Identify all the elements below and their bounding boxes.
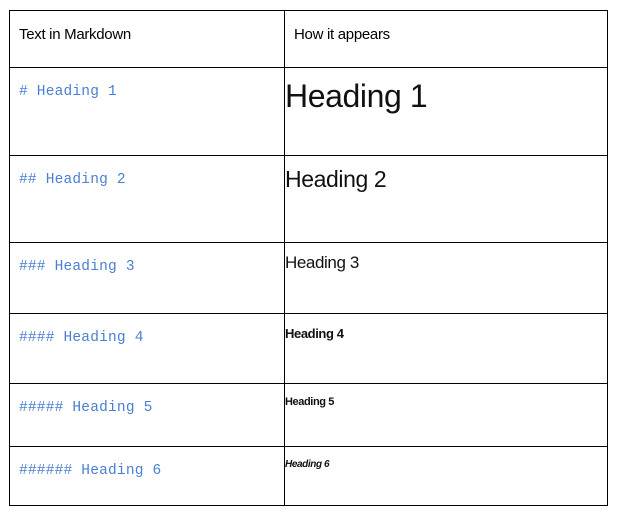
rendered-cell-h3: Heading 3 — [284, 242, 608, 314]
rendered-heading-1: Heading 1 — [285, 78, 428, 114]
source-cell-h3: ### Heading 3 — [9, 242, 285, 314]
markdown-source-h2: ## Heading 2 — [19, 172, 126, 188]
rendered-cell-h4: Heading 4 — [284, 313, 608, 384]
table-row: ###### Heading 6 Heading 6 — [9, 446, 608, 506]
markdown-heading-reference-table: Text in Markdown How it appears # Headin… — [9, 10, 608, 506]
table-header-row: Text in Markdown How it appears — [9, 10, 608, 68]
rendered-heading-3: Heading 3 — [285, 253, 359, 272]
table-row: ##### Heading 5 Heading 5 — [9, 383, 608, 447]
table-row: #### Heading 4 Heading 4 — [9, 313, 608, 384]
markdown-source-h5: ##### Heading 5 — [19, 400, 153, 416]
table-row: ### Heading 3 Heading 3 — [9, 242, 608, 314]
source-cell-h4: #### Heading 4 — [9, 313, 285, 384]
column-header-text-in-markdown: Text in Markdown — [19, 26, 131, 43]
rendered-cell-h6: Heading 6 — [284, 446, 608, 506]
source-cell-h5: ##### Heading 5 — [9, 383, 285, 447]
rendered-heading-4: Heading 4 — [285, 326, 344, 341]
source-cell-h2: ## Heading 2 — [9, 155, 285, 243]
header-cell-rendered: How it appears — [284, 10, 608, 68]
rendered-heading-6: Heading 6 — [285, 459, 330, 470]
column-header-how-it-appears: How it appears — [294, 26, 390, 43]
rendered-cell-h1: Heading 1 — [284, 67, 608, 156]
markdown-source-h4: #### Heading 4 — [19, 330, 144, 346]
rendered-heading-5: Heading 5 — [285, 396, 334, 408]
rendered-cell-h5: Heading 5 — [284, 383, 608, 447]
markdown-source-h6: ###### Heading 6 — [19, 463, 162, 479]
rendered-cell-h2: Heading 2 — [284, 155, 608, 243]
table-row: ## Heading 2 Heading 2 — [9, 155, 608, 243]
rendered-heading-2: Heading 2 — [285, 166, 387, 192]
header-cell-source: Text in Markdown — [9, 10, 285, 68]
table-row: # Heading 1 Heading 1 — [9, 67, 608, 156]
markdown-source-h1: # Heading 1 — [19, 84, 117, 100]
source-cell-h1: # Heading 1 — [9, 67, 285, 156]
markdown-source-h3: ### Heading 3 — [19, 259, 135, 275]
source-cell-h6: ###### Heading 6 — [9, 446, 285, 506]
